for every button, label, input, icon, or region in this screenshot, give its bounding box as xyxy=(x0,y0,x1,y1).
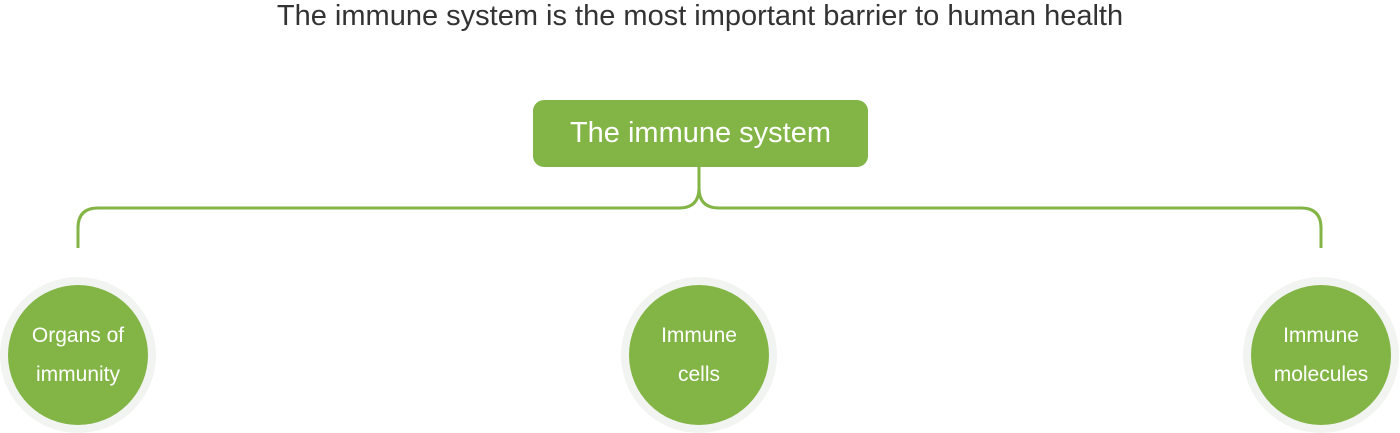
node-label-line1: Immune xyxy=(1283,324,1359,347)
node-label-line2: immunity xyxy=(35,363,120,386)
diagram-title: The immune system is the most important … xyxy=(276,0,1124,32)
node-immune-molecules: Immune molecules xyxy=(1243,277,1399,433)
node-organs-of-immunity: Organs of immunity xyxy=(0,277,156,433)
connector-right xyxy=(697,167,1323,248)
node-label-line1: Immune xyxy=(661,324,737,347)
node-label-line1: Organs of xyxy=(31,324,125,347)
root-node: The immune system xyxy=(533,100,868,167)
node-label-line2: molecules xyxy=(1273,363,1369,386)
node-immune-cells: Immune cells xyxy=(621,277,777,433)
node-label-line2: cells xyxy=(677,363,720,386)
connector-trunk xyxy=(76,167,701,248)
